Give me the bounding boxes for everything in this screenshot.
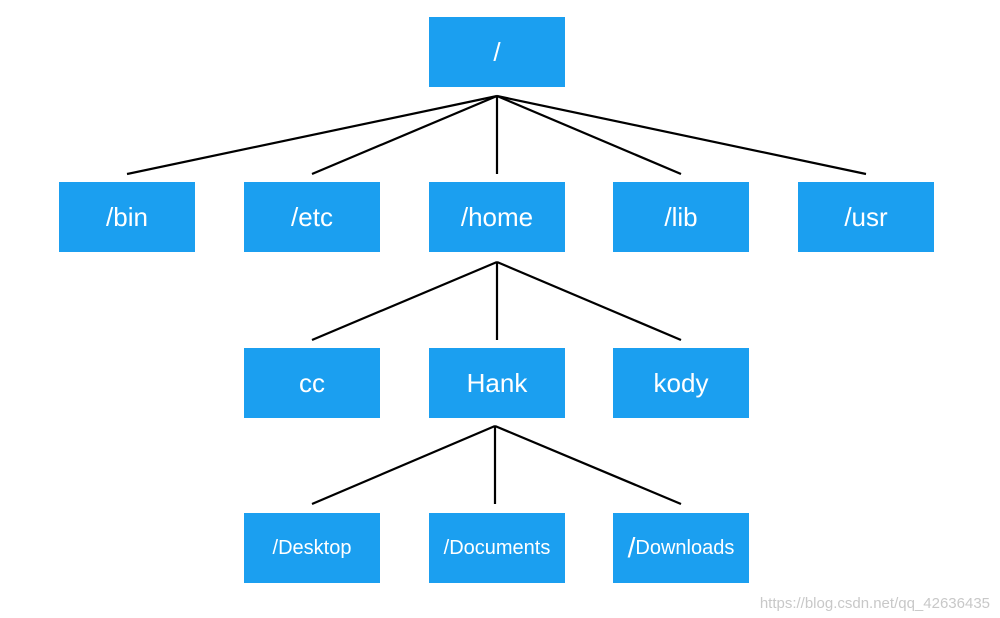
edge-hank-desktop [311,424,496,506]
node-documents: /Documents [429,513,565,583]
node-desktop: /Desktop [244,513,380,583]
node-lib: /lib [613,182,749,252]
edge-root-etc [311,94,498,176]
node-hank: Hank [429,348,565,418]
edge-root-usr [496,94,867,176]
node-downloads: /Downloads [613,513,749,583]
node-downloads-label: Downloads [635,536,735,559]
edge-root-bin [126,94,498,176]
node-usr-label: /usr [844,201,888,232]
node-etc-label: /etc [291,201,333,232]
node-home: /home [429,182,565,252]
node-root: / [429,17,565,87]
edge-root-lib [496,94,682,176]
node-bin-label: /bin [106,201,148,232]
node-hank-label: Hank [466,367,528,398]
node-documents-label: /Documents [443,536,551,559]
node-etc: /etc [244,182,380,252]
edge-home-cc [311,260,498,342]
node-home-label: /home [460,201,534,232]
node-downloads-slash: / [627,532,636,563]
node-desktop-label: /Desktop [272,536,352,559]
watermark-text: https://blog.csdn.net/qq_42636435 [759,595,990,612]
node-cc: cc [244,348,380,418]
node-kody-label: kody [653,367,709,398]
node-lib-label: /lib [664,201,698,232]
edge-home-kody [496,260,682,342]
node-root-label: / [493,36,501,67]
node-bin: /bin [59,182,195,252]
node-kody: kody [613,348,749,418]
edge-hank-downloads [494,424,682,506]
node-cc-label: cc [299,367,325,398]
node-usr: /usr [798,182,934,252]
